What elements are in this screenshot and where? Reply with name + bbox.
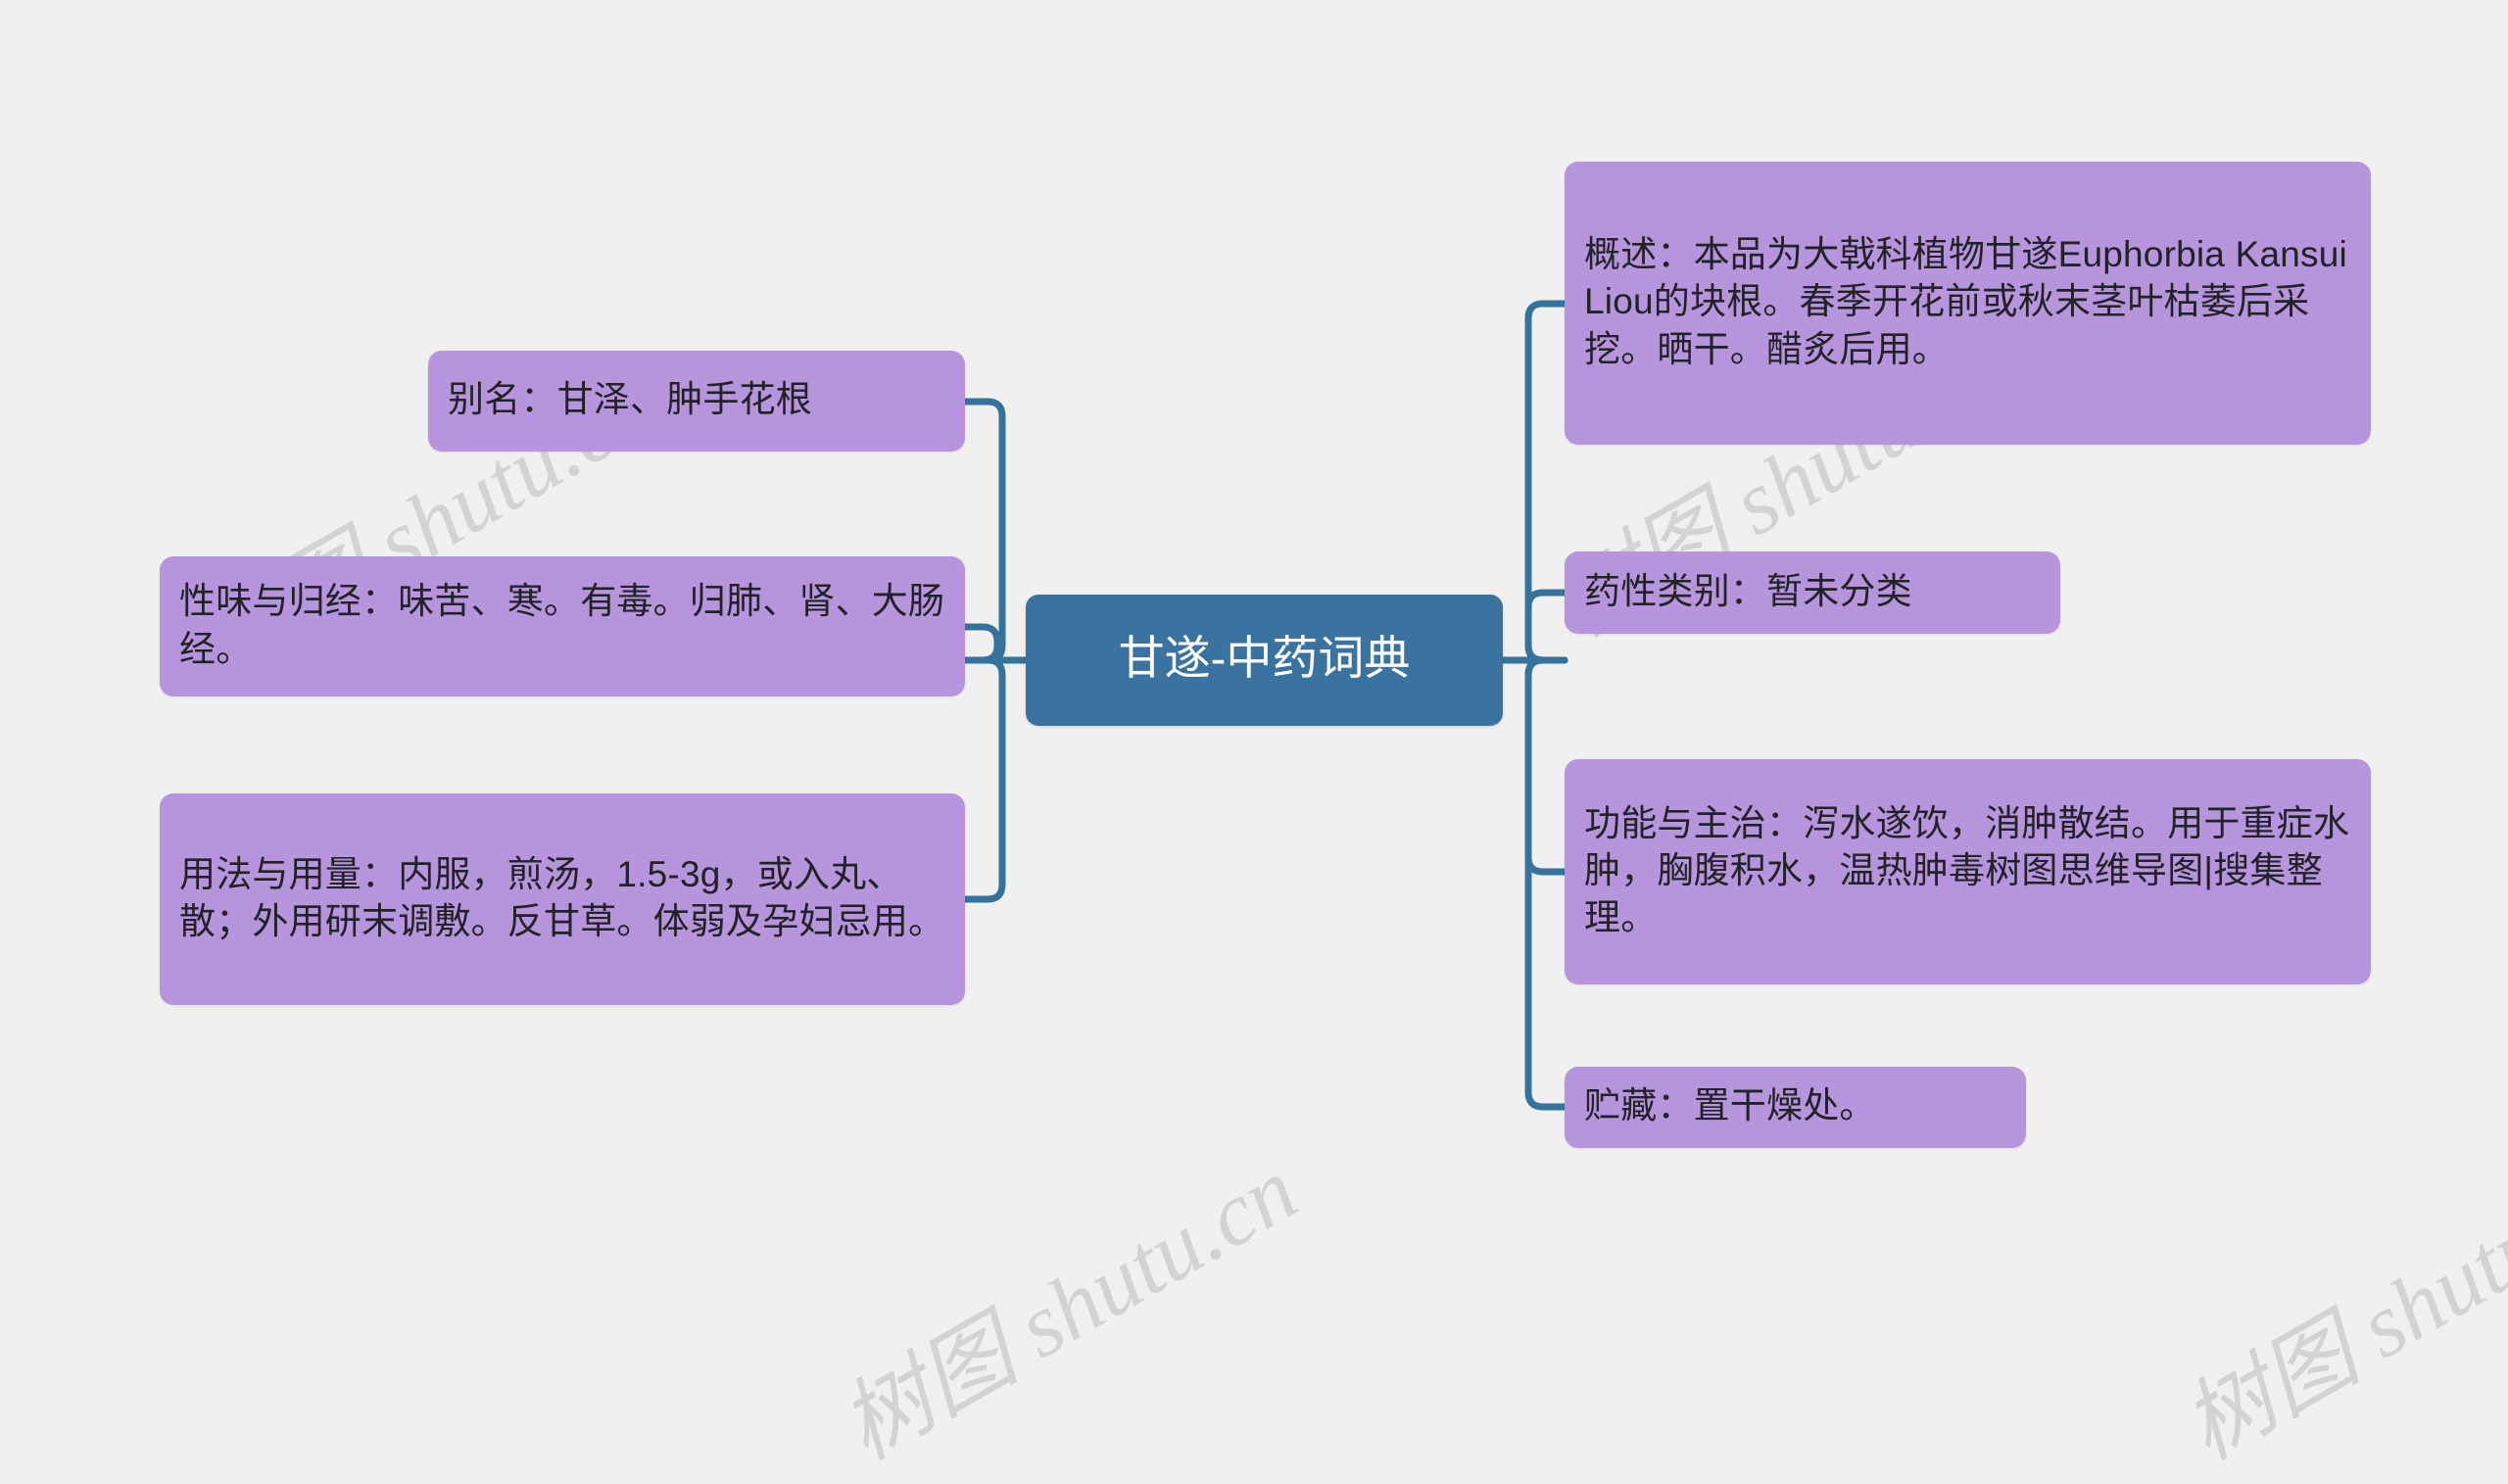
branch-node-storage[interactable]: 贮藏：置干燥处。 xyxy=(1565,1067,2026,1148)
branch-node-alias[interactable]: 别名：甘泽、肿手花根 xyxy=(428,351,965,452)
branch-node-nature-meridian[interactable]: 性味与归经：味苦、寒。有毒。归肺、肾、大肠经。 xyxy=(160,556,965,696)
branch-node-function-indication[interactable]: 功能与主治：泻水遂饮，消肿散结。用于重症水肿，胸腹积水，温热肿毒树图思维导图|搜… xyxy=(1565,759,2371,984)
branch-node-usage-dosage[interactable]: 用法与用量：内服，煎汤，1.5-3g，或入丸、散；外用研末调敷。反甘草。体弱及孕… xyxy=(160,793,965,1005)
branch-node-drug-category-label: 药性类别：暂未分类 xyxy=(1584,570,1912,611)
branch-node-alias-label: 别名：甘泽、肿手花根 xyxy=(448,379,812,420)
root-node-label: 甘遂-中药词典 xyxy=(1118,631,1411,684)
root-node[interactable]: 甘遂-中药词典 xyxy=(1026,595,1503,726)
branch-node-overview-label: 概述：本品为大戟科植物甘遂Euphorbia Kansui Liou的块根。春季… xyxy=(1584,234,2358,369)
branch-node-overview[interactable]: 概述：本品为大戟科植物甘遂Euphorbia Kansui Liou的块根。春季… xyxy=(1565,162,2371,445)
mindmap-canvas: 树图 shutu.cn 树图 shutu.cn 树图 shutu.cn 树图 s… xyxy=(160,162,2508,1479)
watermark: 树图 shutu.cn xyxy=(825,1138,1314,1479)
branch-node-usage-dosage-label: 用法与用量：内服，煎汤，1.5-3g，或入丸、散；外用研末调敷。反甘草。体弱及孕… xyxy=(179,853,945,941)
branch-node-drug-category[interactable]: 药性类别：暂未分类 xyxy=(1565,551,2060,634)
watermark: 树图 shutu.cn xyxy=(2167,1138,2508,1479)
branch-node-storage-label: 贮藏：置干燥处。 xyxy=(1584,1085,1876,1126)
branch-node-nature-meridian-label: 性味与归经：味苦、寒。有毒。归肺、肾、大肠经。 xyxy=(179,581,945,669)
branch-node-function-indication-label: 功能与主治：泻水遂饮，消肿散结。用于重症水肿，胸腹积水，温热肿毒树图思维导图|搜… xyxy=(1584,802,2350,938)
